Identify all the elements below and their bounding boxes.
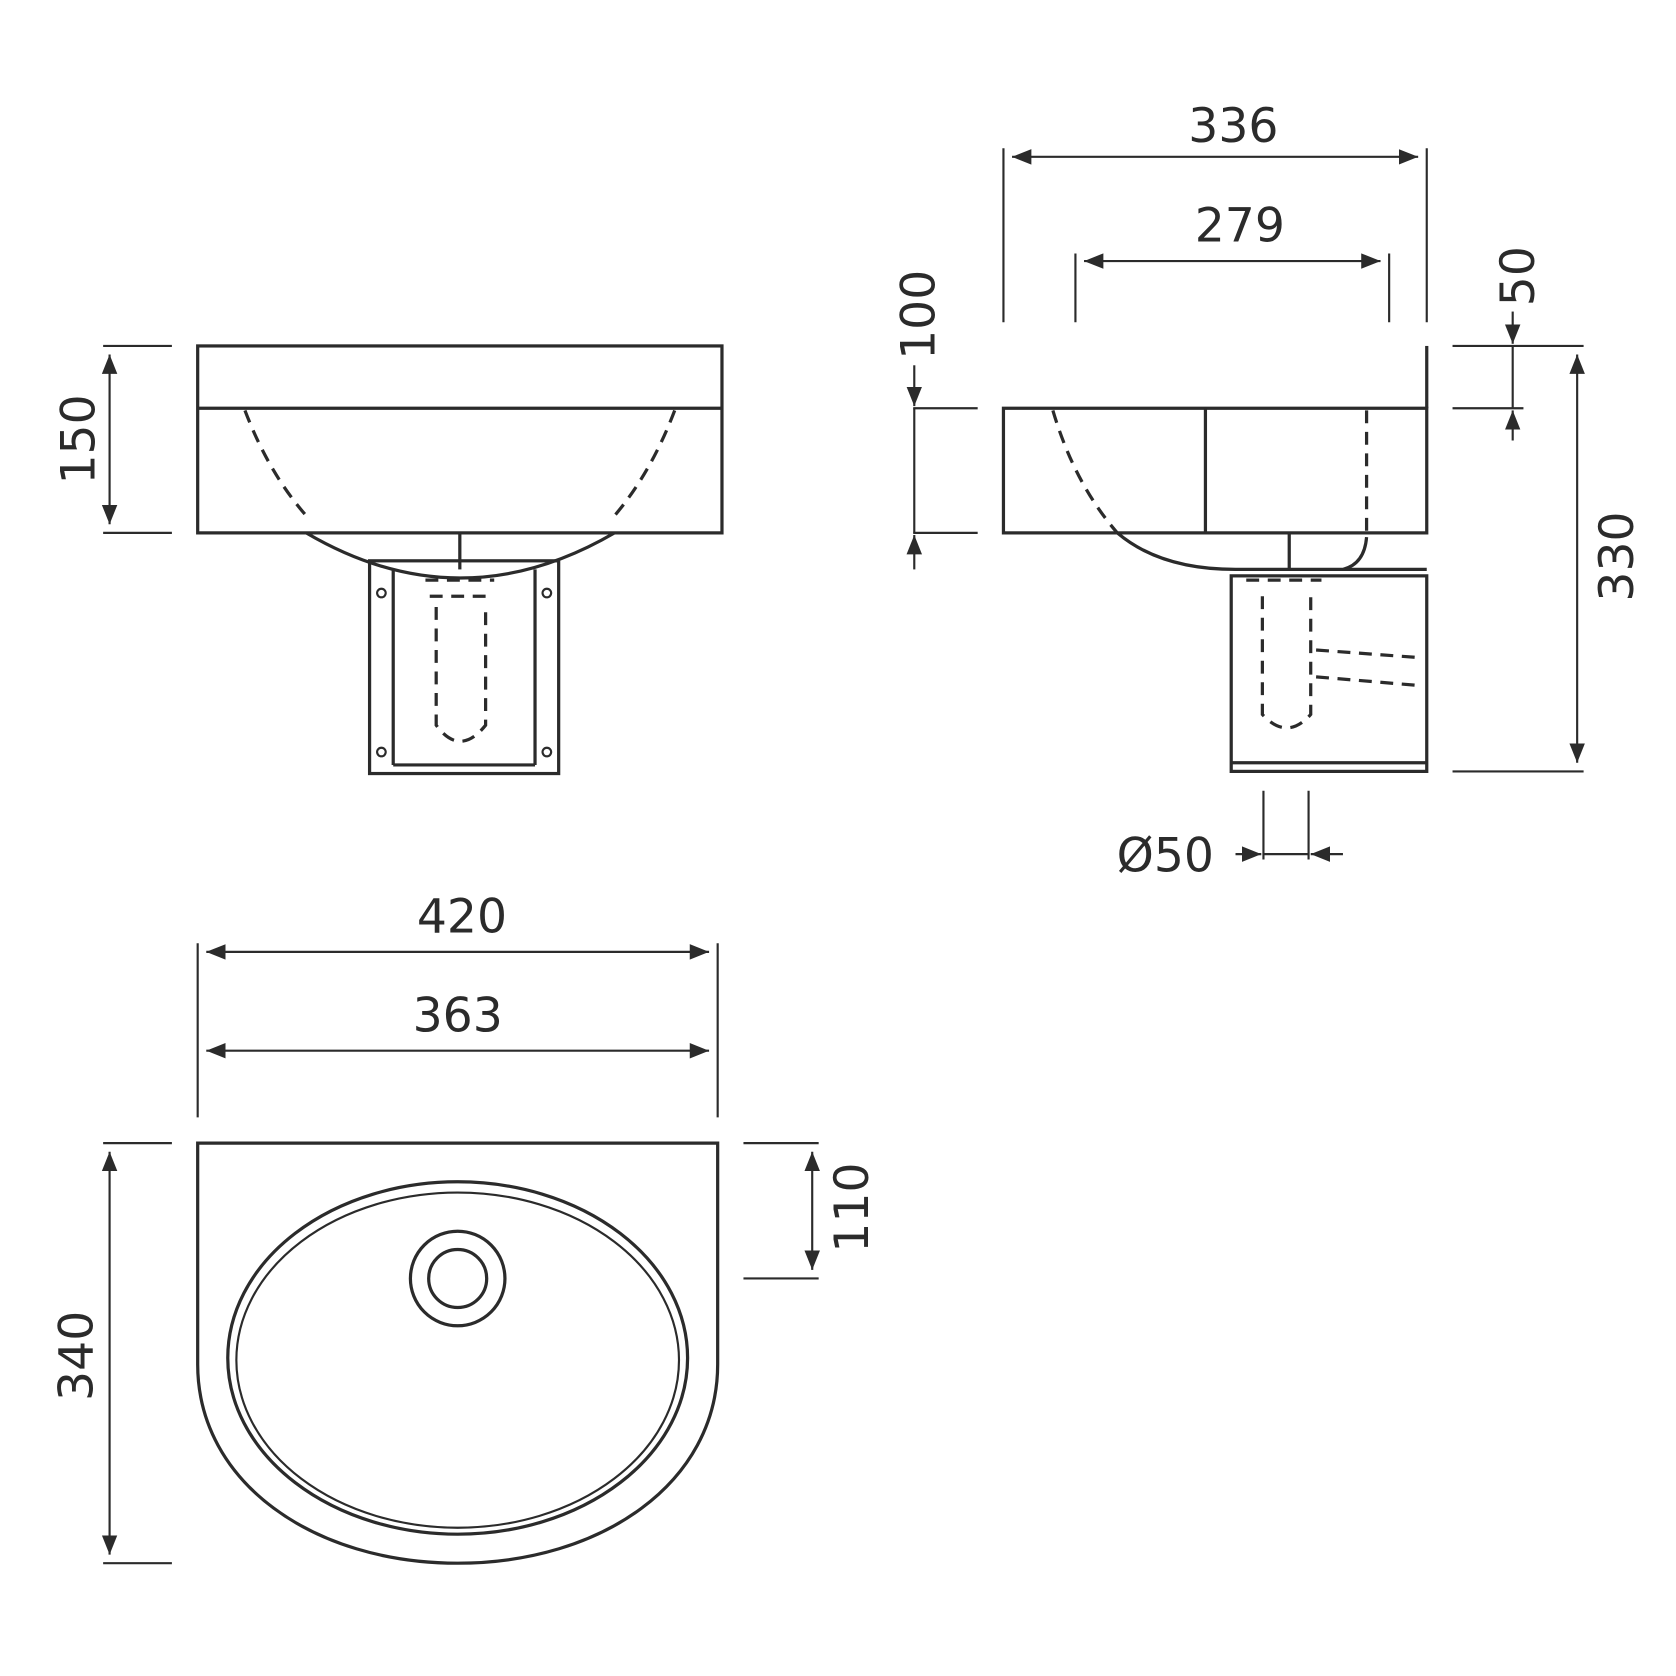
dimension-width-363: 363 <box>413 988 503 1043</box>
dimension-depth-340: 340 <box>49 1311 104 1401</box>
wall-bracket <box>1229 574 1429 774</box>
basin-front-outline <box>196 344 724 535</box>
waste-outlet <box>408 1229 507 1328</box>
dimension-offset-50: 50 <box>1491 246 1546 306</box>
basin-top-outline <box>196 1141 720 1565</box>
basin-side-outline <box>1001 406 1429 535</box>
bowl-outer-edge <box>226 1180 690 1536</box>
top-view: 420 363 340 110 <box>49 890 880 1565</box>
dimension-width-420: 420 <box>417 890 507 945</box>
dimension-height-100: 100 <box>892 270 947 360</box>
trap-hidden <box>425 578 495 743</box>
dimension-offset-110: 110 <box>825 1162 880 1252</box>
dimension-height-150: 150 <box>52 394 107 484</box>
dimension-waste-diameter: Ø50 <box>1117 828 1214 883</box>
side-view: 336 279 100 50 330 Ø50 <box>892 99 1645 883</box>
dimension-bowl-279: 279 <box>1195 199 1285 254</box>
front-view: 150 <box>52 344 724 776</box>
dimension-height-330: 330 <box>1590 511 1645 601</box>
pedestal-bracket <box>367 559 561 776</box>
trap-hidden-side <box>1246 578 1419 730</box>
dimension-depth-336: 336 <box>1188 99 1278 154</box>
bowl-inner-edge <box>235 1191 681 1529</box>
bowl-bottom <box>305 531 616 580</box>
